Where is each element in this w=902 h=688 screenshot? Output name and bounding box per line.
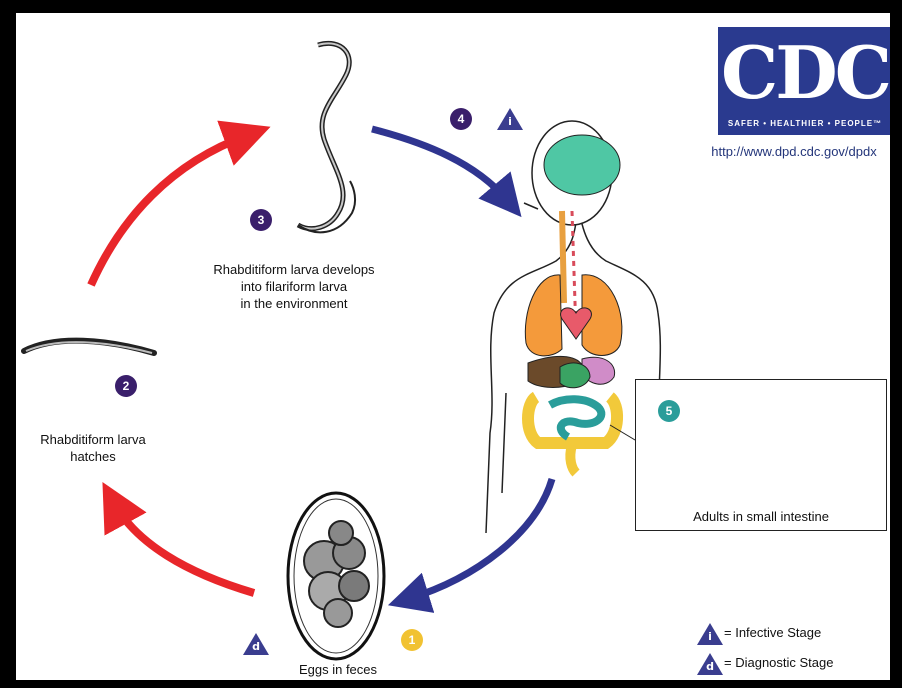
stage-5-label: Adults in small intestine (636, 508, 886, 525)
cdc-logo-text: CDC (718, 31, 890, 115)
infective-stage-marker: i (497, 108, 523, 130)
diagram-canvas: CDC SAFER • HEALTHIER • PEOPLE™ http://w… (16, 13, 890, 680)
stage-2-label-line: hatches (18, 448, 168, 465)
stage-4-badge: 4 (450, 108, 472, 130)
stage-1-label: Eggs in feces (278, 661, 398, 678)
stage-3-label-line: in the environment (194, 295, 394, 312)
cdc-logo: CDC SAFER • HEALTHIER • PEOPLE™ (718, 27, 890, 135)
stage-2-badge: 2 (115, 375, 137, 397)
egg-drawing (288, 493, 384, 659)
legend-infective-letter: i (705, 630, 715, 643)
legend-infective-label: = Infective Stage (724, 625, 821, 640)
stage-1-badge: 1 (401, 629, 423, 651)
arrow-egg-to-hatch (114, 503, 254, 593)
filariform-larva-drawing (298, 43, 355, 232)
infective-marker-letter: i (505, 115, 515, 128)
adults-inset-box: 5 Adults in small intestine (635, 379, 887, 531)
diagnostic-marker-letter: d (251, 640, 261, 653)
legend-infective-icon: i (697, 623, 723, 645)
stage-3-label-line: into filariform larva (194, 278, 394, 295)
stage-2-label: Rhabditiform larva hatches (18, 431, 168, 465)
cdc-tagline: SAFER • HEALTHIER • PEOPLE™ (718, 119, 890, 128)
arrow-infect-host (372, 129, 508, 201)
legend-diagnostic-label: = Diagnostic Stage (724, 655, 833, 670)
rhabditiform-larva-drawing (24, 341, 154, 353)
arrow-host-to-eggs (408, 479, 552, 599)
legend-diagnostic-icon: d (697, 653, 723, 675)
source-url[interactable]: http://www.dpd.cdc.gov/dpdx (694, 144, 890, 159)
stage-3-label: Rhabditiform larva develops into filarif… (194, 261, 394, 312)
stage-5-badge: 5 (658, 400, 680, 422)
stage-3-badge: 3 (250, 209, 272, 231)
stage-2-label-line: Rhabditiform larva (18, 431, 168, 448)
stage-3-label-line: Rhabditiform larva develops (194, 261, 394, 278)
legend-diagnostic-letter: d (705, 660, 715, 673)
diagnostic-stage-marker: d (243, 633, 269, 655)
